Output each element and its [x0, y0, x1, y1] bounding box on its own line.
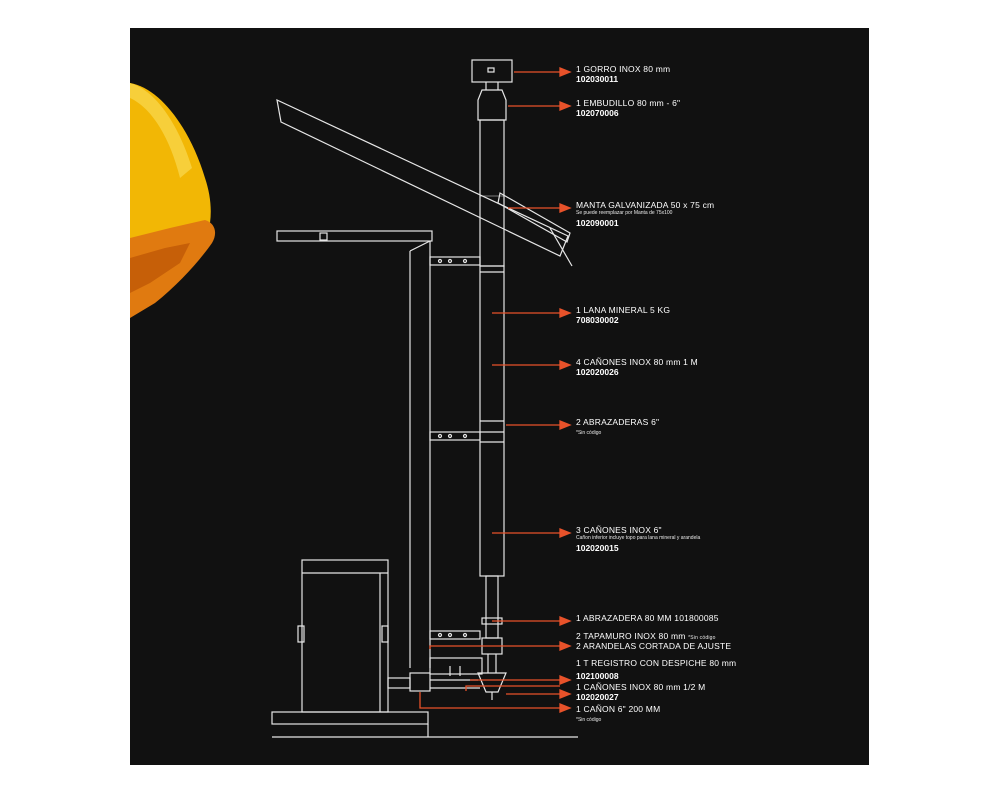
floor [272, 724, 578, 738]
wall-brackets [429, 256, 481, 640]
part-label-clamps-6in: 2 ABRAZADERAS 6" *Sin código [576, 417, 660, 436]
funnel [477, 89, 507, 121]
part-label-wall-plates: 2 TAPAMURO INOX 80 mm *Sin código 2 ARAN… [576, 631, 732, 651]
hard-hat-icon [130, 83, 216, 318]
part-label-chimney-cap: 1 GORRO INOX 80 mm 102030011 [576, 64, 671, 84]
part-label-pipes-6in: 3 CAÑONES INOX 6" Cañon inferior incluye… [576, 525, 701, 553]
lower-pipe [481, 575, 503, 673]
part-label-pipe-200mm: 1 CAÑON 6" 200 MM *Sin código [576, 704, 661, 723]
part-label-tee-register: 1 T REGISTRO CON DESPICHE 80 mm 10210000… [576, 658, 737, 681]
ceiling-beam [276, 230, 433, 252]
part-label-clamp-80mm: 1 ABRAZADERA 80 MM 101800085 [576, 613, 719, 623]
diagram-canvas: 1 GORRO INOX 80 mm 102030011 1 EMBUDILLO… [130, 28, 869, 765]
part-label-mineral-wool: 1 LANA MINERAL 5 KG 708030002 [576, 305, 671, 325]
chimney-installation-drawing [130, 59, 578, 738]
part-label-pipe-half-meter: 1 CAÑONES INOX 80 mm 1/2 M 102020027 [576, 682, 706, 702]
chimney-cap [471, 59, 513, 90]
stove [271, 559, 429, 725]
galvanized-flashing [497, 192, 571, 243]
stove-connector [387, 672, 480, 692]
tee-register [429, 657, 507, 700]
part-label-pipes-80mm: 4 CAÑONES INOX 80 mm 1 M 102020026 [576, 357, 698, 377]
callout-arrows [419, 67, 572, 713]
part-label-flashing: MANTA GALVANIZADA 50 x 75 cm Se puede re… [576, 200, 715, 228]
wall [409, 241, 431, 668]
part-label-funnel: 1 EMBUDILLO 80 mm - 6" 102070006 [576, 98, 681, 118]
